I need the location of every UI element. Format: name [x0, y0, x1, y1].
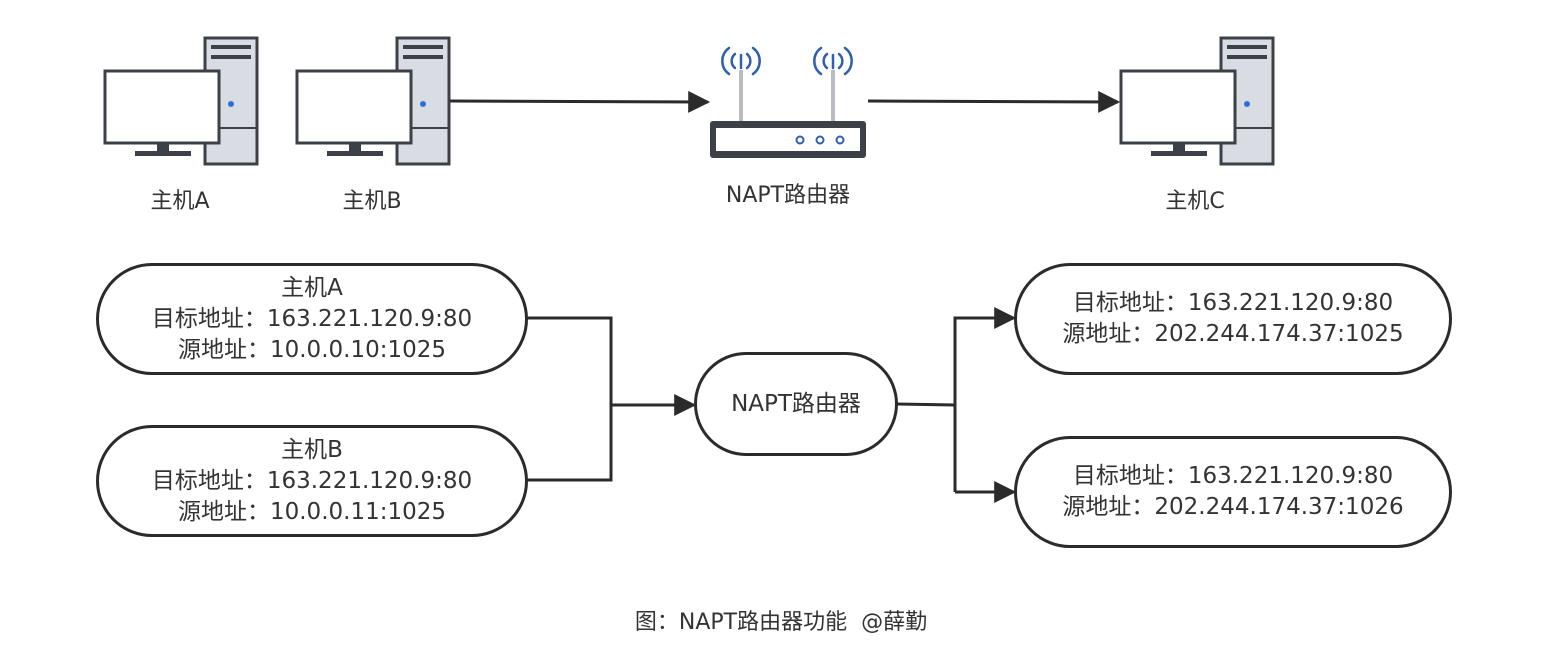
packet-host-a-destination: 目标地址：163.221.120.9:80	[151, 305, 473, 332]
packet-out-2: 目标地址：163.221.120.9:80 源地址：202.244.174.37…	[1014, 436, 1452, 548]
host-b-computer-icon	[295, 36, 451, 166]
packet-host-b-destination: 目标地址：163.221.120.9:80	[151, 467, 473, 494]
connector-inputs-to-router	[525, 316, 697, 482]
packet-host-b-source: 源地址：10.0.0.11:1025	[177, 498, 446, 525]
packet-host-b: 主机B 目标地址：163.221.120.9:80 源地址：10.0.0.11:…	[96, 425, 528, 537]
connector-router-to-outputs	[896, 307, 1017, 503]
host-c-label: 主机C	[1165, 189, 1225, 214]
packet-host-a-title: 主机A	[281, 274, 343, 301]
packet-out-1: 目标地址：163.221.120.9:80 源地址：202.244.174.37…	[1014, 263, 1452, 375]
router-node-label: NAPT路由器	[731, 390, 861, 417]
packet-out-2-source: 源地址：202.244.174.37:1026	[1062, 494, 1404, 520]
router-icon	[710, 46, 866, 158]
packet-out-1-source: 源地址：202.244.174.37:1025	[1062, 321, 1404, 347]
packet-host-b-title: 主机B	[281, 436, 343, 463]
packet-out-1-destination: 目标地址：163.221.120.9:80	[1072, 290, 1394, 316]
packet-host-a: 主机A 目标地址：163.221.120.9:80 源地址：10.0.0.10:…	[96, 263, 528, 375]
host-a-label: 主机A	[150, 189, 210, 214]
arrow-router-to-host-c	[867, 90, 1121, 113]
host-b-label: 主机B	[342, 189, 402, 214]
router-node: NAPT路由器	[694, 352, 898, 456]
packet-out-2-destination: 目标地址：163.221.120.9:80	[1072, 463, 1394, 489]
packet-host-a-source: 源地址：10.0.0.10:1025	[177, 336, 446, 363]
figure-caption: 图：NAPT路由器功能 @薛勤	[634, 610, 928, 635]
arrow-host-b-to-router	[449, 90, 711, 113]
host-a-computer-icon	[103, 36, 259, 166]
router-label: NAPT路由器	[725, 183, 851, 208]
host-c-computer-icon	[1119, 36, 1275, 166]
